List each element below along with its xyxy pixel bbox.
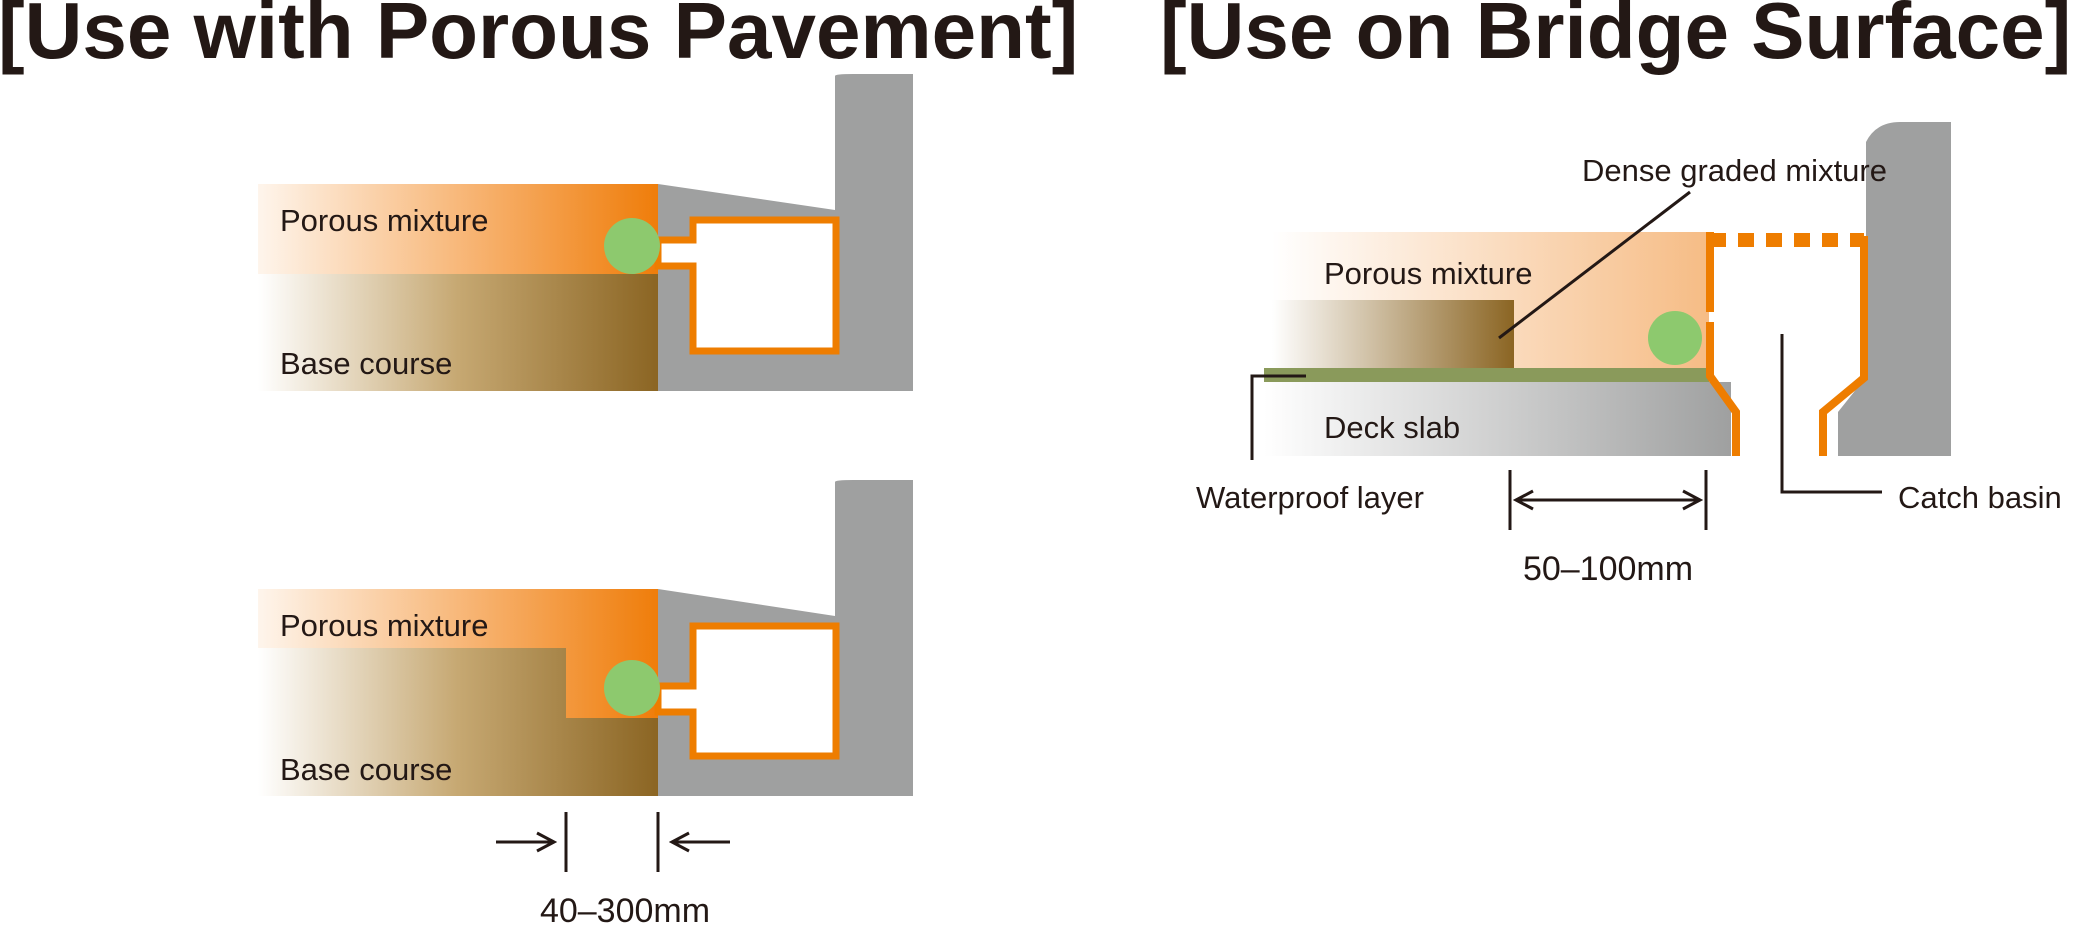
- waterproof-layer: [1264, 368, 1709, 382]
- leader-dense-graded-mixture: [1498, 190, 1691, 340]
- leader-catch-basin: [1780, 334, 1882, 494]
- drain-channel: [654, 622, 840, 760]
- title-porous-pavement: [Use with Porous Pavement]: [0, 0, 1078, 75]
- catch-basin-wall-left: [1706, 232, 1740, 456]
- label-waterproof-layer: Waterproof layer: [1196, 480, 1424, 515]
- deck-slab: [1264, 382, 1731, 456]
- label-porous-mixture: Porous mixture: [1324, 256, 1532, 291]
- bridge-surface-diagram: Dense graded mixture Porous mixture Deck…: [1196, 122, 2062, 588]
- dimension-label: 50–100mm: [1523, 550, 1693, 588]
- leader-waterproof-layer: [1250, 374, 1306, 460]
- label-base-course: Base course: [280, 346, 452, 381]
- label-dense-graded-mixture: Dense graded mixture: [1582, 153, 1887, 188]
- label-base-course: Base course: [280, 752, 452, 787]
- porous-mixture-layer: [258, 184, 658, 274]
- label-catch-basin: Catch basin: [1898, 480, 2062, 515]
- water-drop: [604, 218, 660, 274]
- label-porous-mixture: Porous mixture: [280, 608, 488, 643]
- base-course-layer: [258, 274, 658, 391]
- title-bridge-surface: [Use on Bridge Surface]: [1160, 0, 2071, 75]
- label-porous-mixture: Porous mixture: [280, 203, 488, 238]
- porous-pavement-diagram-top: Porous mixture Base course: [258, 74, 913, 391]
- porous-pavement-diagram-bottom: Porous mixture Base course 40–300mm: [258, 480, 913, 926]
- label-deck-slab: Deck slab: [1324, 410, 1460, 445]
- water-drop: [1648, 311, 1702, 365]
- dense-graded-mixture-layer: [1272, 300, 1514, 369]
- drain-channel: [654, 216, 840, 355]
- porous-mixture-layer: [258, 589, 658, 718]
- water-drop: [604, 660, 660, 716]
- catch-basin-wall-right: [1819, 236, 1868, 456]
- dimension-label: 40–300mm: [540, 892, 710, 926]
